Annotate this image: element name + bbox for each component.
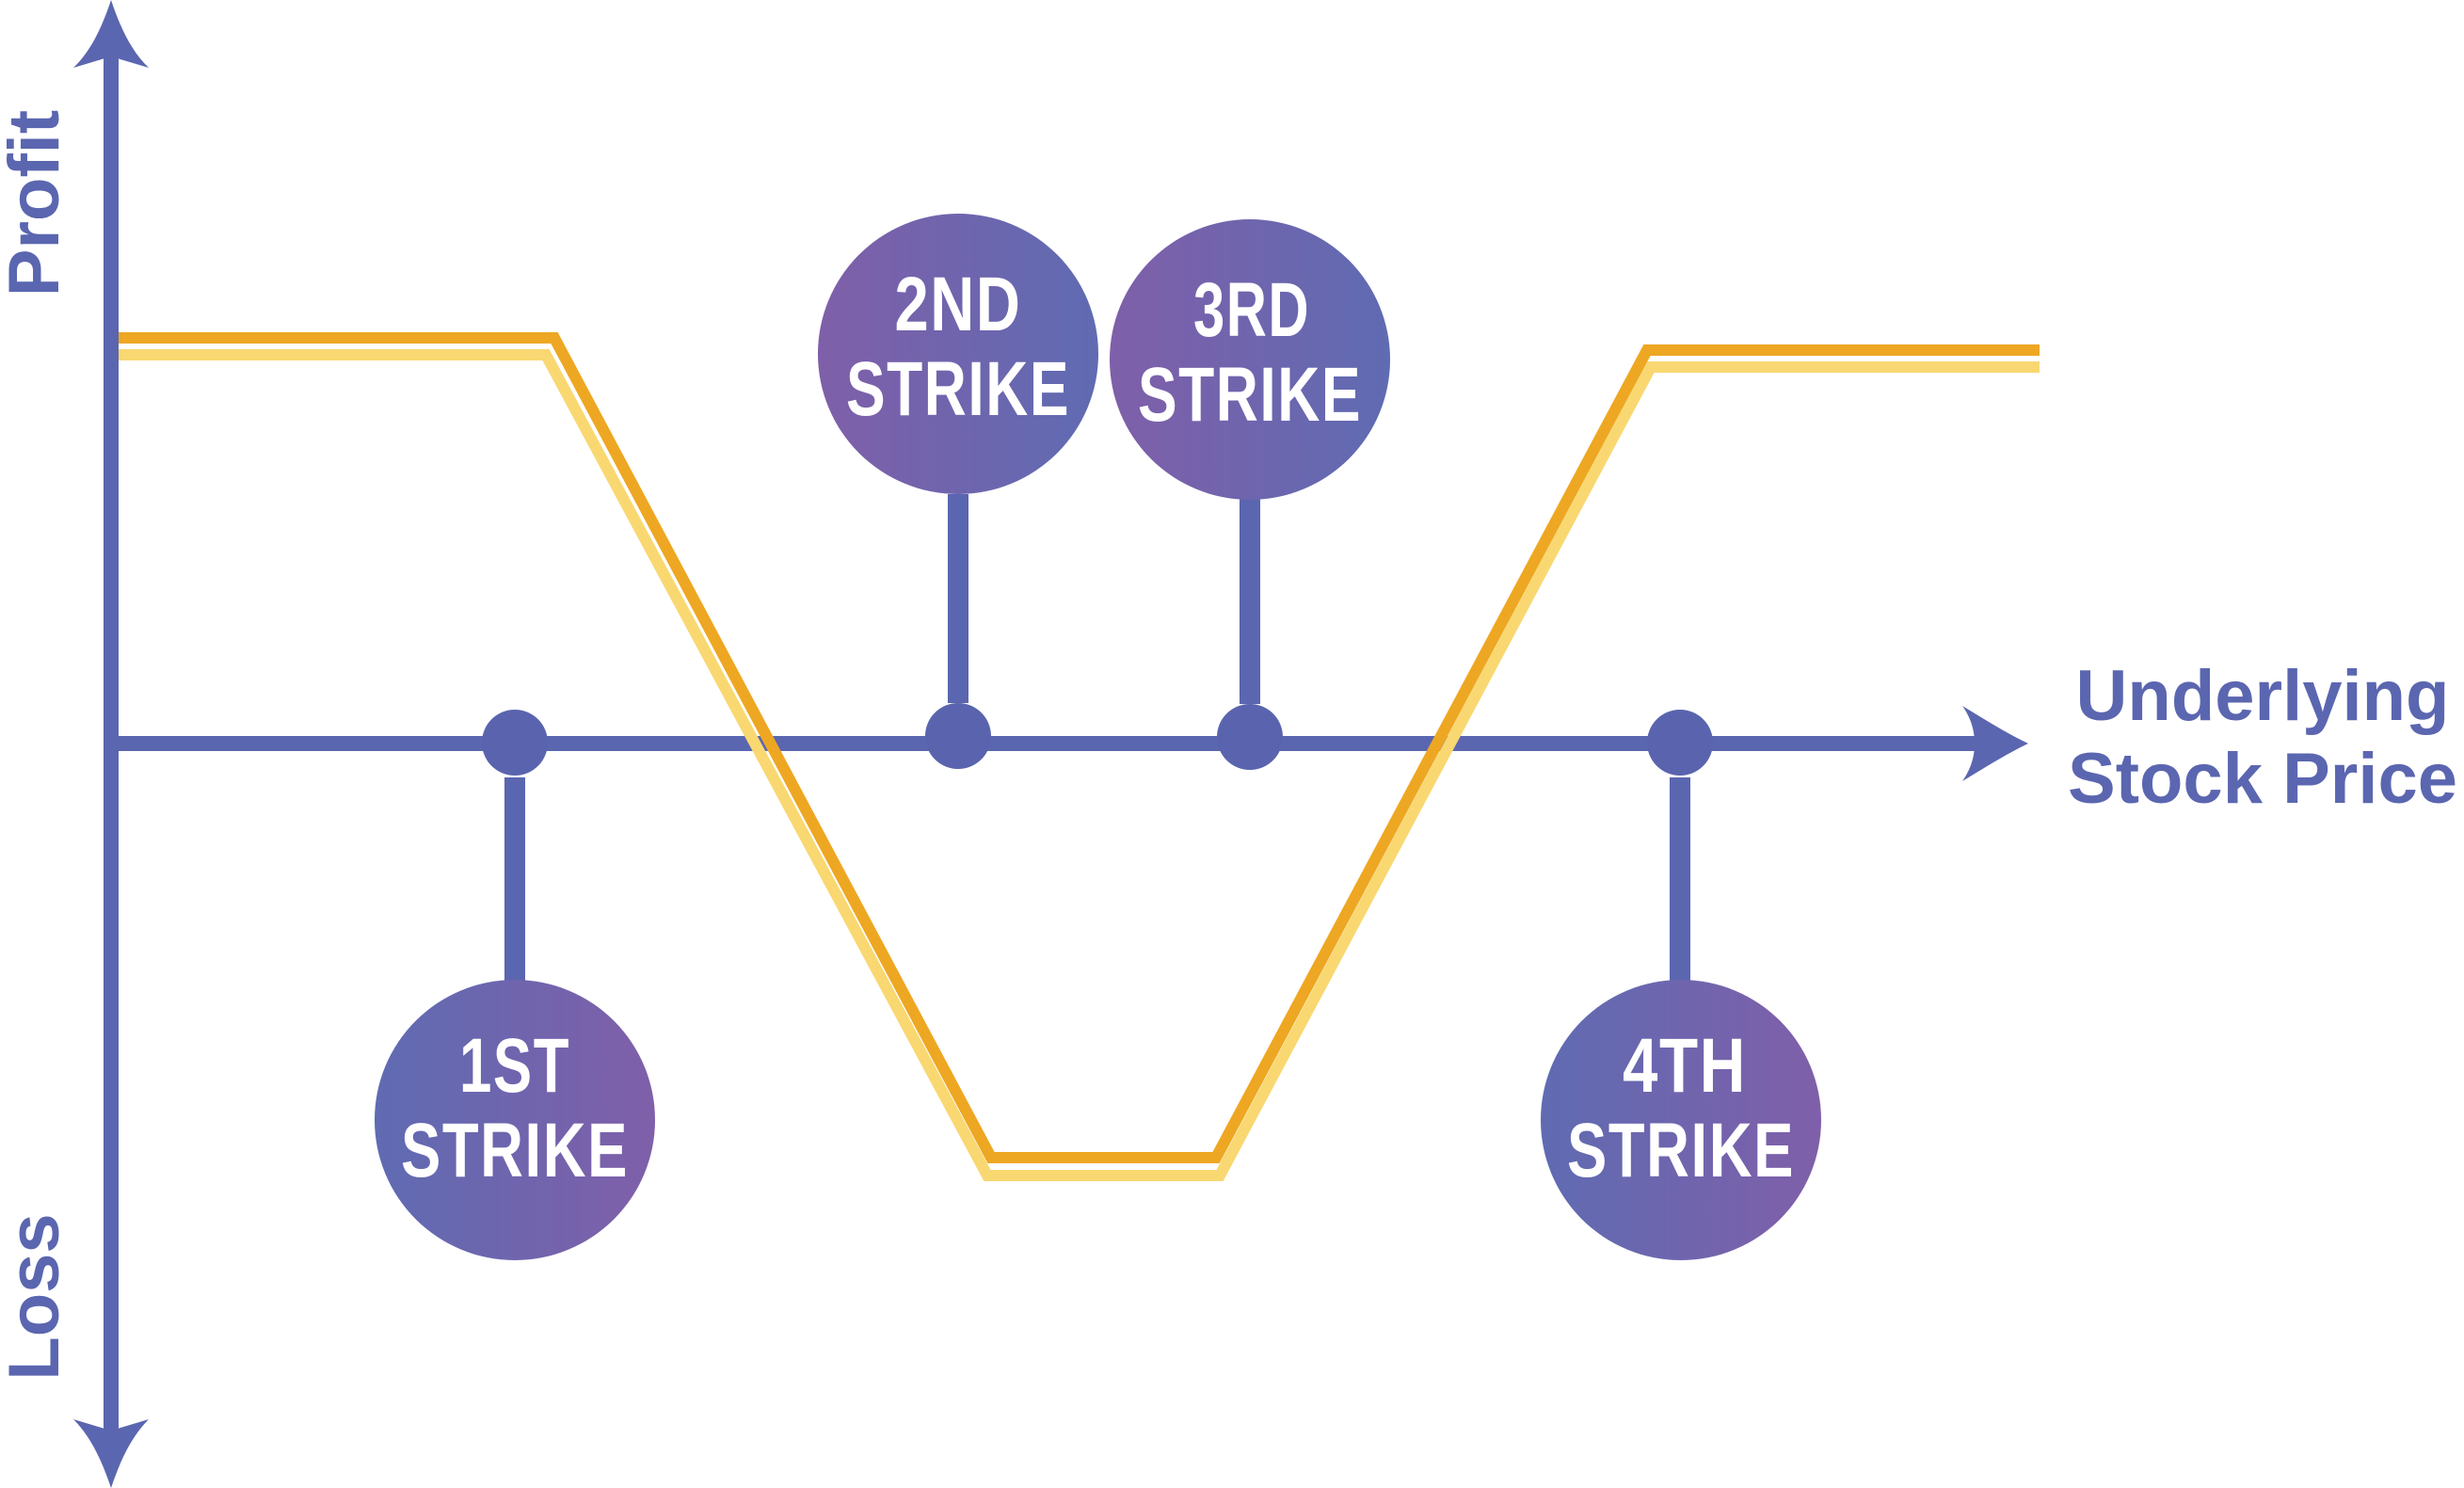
strike-4-marker (1647, 710, 1713, 776)
strike-stems (504, 494, 1690, 984)
x-axis (111, 706, 2028, 781)
strike-4-circle (1541, 980, 1821, 1260)
strike-4-stem (1670, 777, 1690, 984)
arrow-down-icon (73, 1419, 149, 1488)
strike-badge-2: 2ND STRIKE (818, 214, 1098, 494)
strike-1-circle (375, 980, 655, 1260)
strike-2-word: STRIKE (846, 346, 1070, 432)
strike-4-ordinal: 4TH (1623, 1023, 1747, 1109)
strike-2-marker (925, 703, 991, 769)
x-axis-label-line1: Underlying (2076, 656, 2450, 736)
payoff-shadow-line (119, 349, 2040, 1181)
x-axis-label-line2: Stock Price (2068, 739, 2457, 819)
strike-1-word: STRIKE (401, 1108, 629, 1193)
strike-badge-1: 1ST STRIKE (375, 980, 655, 1260)
arrow-right-icon (1962, 706, 2028, 781)
strike-1-marker (482, 710, 548, 776)
strike-3-stem (1240, 499, 1260, 704)
strike-2-ordinal: 2ND (895, 262, 1022, 347)
strike-badge-4: 4TH STRIKE (1541, 980, 1821, 1260)
loss-label: Loss (0, 1213, 74, 1380)
strike-2-stem (948, 494, 968, 703)
payoff-line (119, 332, 2040, 1163)
arrow-up-icon (73, 0, 149, 68)
strike-3-word: STRIKE (1138, 352, 1362, 438)
strike-3-ordinal: 3RD (1193, 267, 1310, 353)
strike-markers (482, 703, 1713, 776)
strike-4-word: STRIKE (1567, 1108, 1795, 1193)
strike-1-stem (504, 777, 525, 984)
strike-3-marker (1217, 704, 1283, 770)
strike-badge-3: 3RD STRIKE (1110, 219, 1390, 500)
profit-label: Profit (0, 110, 74, 296)
strike-3-circle (1110, 219, 1390, 500)
strike-2-circle (818, 214, 1098, 494)
payoff-curve (119, 332, 2040, 1181)
x-axis-line (111, 736, 1984, 751)
strike-1-ordinal: 1ST (459, 1023, 570, 1109)
